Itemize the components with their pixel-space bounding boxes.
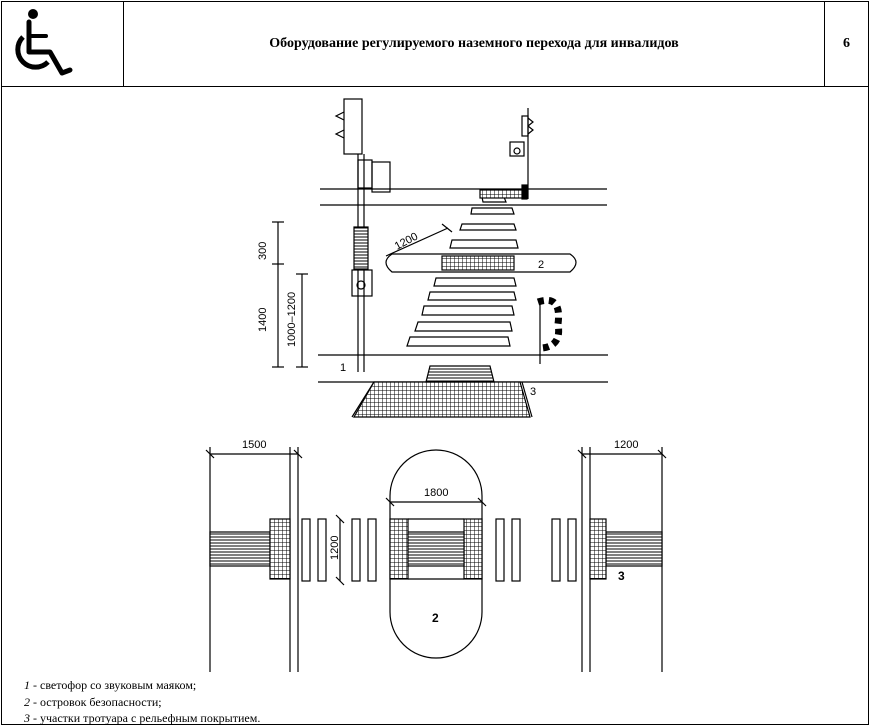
callout-2-plan: 2 <box>432 611 439 625</box>
legend-num: 1 <box>24 678 30 692</box>
bollard <box>536 296 563 364</box>
legend-item: 2 - островок безопасности; <box>24 694 260 711</box>
crossing-drawing: 300 1400 1000–1200 1200 1 2 3 <box>205 98 667 672</box>
plan-view <box>205 447 667 672</box>
crosswalk-stripes <box>406 196 519 347</box>
logo-cell <box>2 2 124 86</box>
callout-3-top: 3 <box>530 386 536 398</box>
traffic-light-far <box>509 108 534 200</box>
callout-2-top: 2 <box>538 259 544 271</box>
near-tactile <box>352 381 531 418</box>
header: Оборудование регулируемого наземного пер… <box>2 2 868 87</box>
sheet-number: 6 <box>843 36 850 51</box>
island-tactile <box>441 255 515 271</box>
legend-num: 2 <box>24 694 30 709</box>
legend-item: 3 - участки тротуара с рельефным покрыти… <box>24 710 260 727</box>
dim-1200-vertical: 1200 <box>329 536 341 560</box>
dim-300: 300 <box>257 242 269 260</box>
dim-1500: 1500 <box>242 439 266 451</box>
legend-text: - участки тротуара с рельефным покрытием… <box>30 711 261 725</box>
callout-1: 1 <box>340 362 346 374</box>
dim-1200-diagonal: 1200 <box>393 231 420 253</box>
legend: 1 - светофор со звуковым маяком; 2 - ост… <box>24 677 260 727</box>
dim-1200-plan: 1200 <box>614 439 638 451</box>
dim-1000-1200: 1000–1200 <box>286 292 298 347</box>
page-title: Оборудование регулируемого наземного пер… <box>269 36 679 51</box>
dimension-lines <box>272 221 453 368</box>
dim-1800: 1800 <box>424 487 448 499</box>
legend-num: 3 <box>24 711 30 725</box>
wheelchair-icon <box>15 9 73 76</box>
title-cell: Оборудование регулируемого наземного пер… <box>124 2 825 86</box>
legend-item: 1 - светофор со звуковым маяком; <box>24 677 260 694</box>
perspective-view <box>272 98 608 418</box>
legend-text: - светофор со звуковым маяком; <box>30 678 197 692</box>
dim-1400: 1400 <box>257 308 269 332</box>
legend-text: - островок безопасности; <box>30 694 162 709</box>
callout-3-plan: 3 <box>618 569 625 583</box>
traffic-light-near <box>334 98 391 372</box>
